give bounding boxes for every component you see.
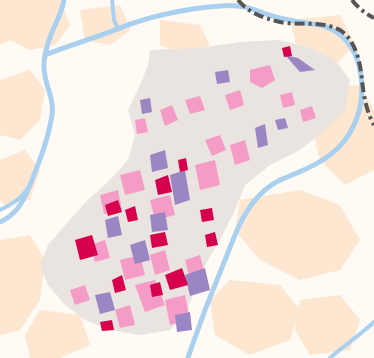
parcel [185,268,210,296]
urban-area [295,295,360,355]
parcel [300,106,316,122]
river-channel [0,186,30,212]
category-dark-pink-layer [75,46,292,331]
urban-area [210,280,300,355]
parcel [160,105,178,126]
parcel [125,206,138,222]
urban-area [235,190,360,280]
parcel [185,96,205,114]
parcel [75,235,98,260]
parcel [150,250,170,275]
parcel [150,212,168,232]
administrative-boundary [350,0,374,20]
parcel [120,170,145,195]
parcel [275,118,288,130]
parcel [205,135,226,156]
category-purple-layer [95,55,315,332]
urban-area [25,310,90,358]
administrative-boundary [236,0,374,127]
parcel [205,232,218,247]
parcel [280,92,295,108]
urban-area [0,70,45,140]
parcel [178,158,188,172]
parcel [112,275,126,293]
parcel [225,90,244,110]
river-channel [328,320,374,358]
parcel [150,232,168,248]
parcel [200,208,214,222]
parcel [105,216,122,238]
river-channel [0,0,67,225]
parcel [100,320,114,331]
parcel [175,312,192,332]
parcel [155,175,172,195]
parcel [105,200,122,216]
urban-area [0,235,45,335]
parcel [150,282,163,297]
parcel [70,285,90,305]
river-channel [110,0,122,30]
parcel [140,98,152,114]
parcel [115,305,135,328]
parcel [150,150,168,172]
urban-area [160,20,210,55]
parcel [215,70,230,84]
parcel [230,140,250,165]
parcel [165,268,188,290]
parcel [130,240,150,264]
parcel [285,55,315,72]
parcel [250,65,275,88]
parcel [135,118,148,134]
grey-zone-area [40,40,350,335]
urban-area [80,5,130,45]
parcel [170,170,190,205]
parcel [282,46,292,57]
parcel [195,160,220,190]
parcel [255,124,268,148]
parcel [95,292,115,314]
